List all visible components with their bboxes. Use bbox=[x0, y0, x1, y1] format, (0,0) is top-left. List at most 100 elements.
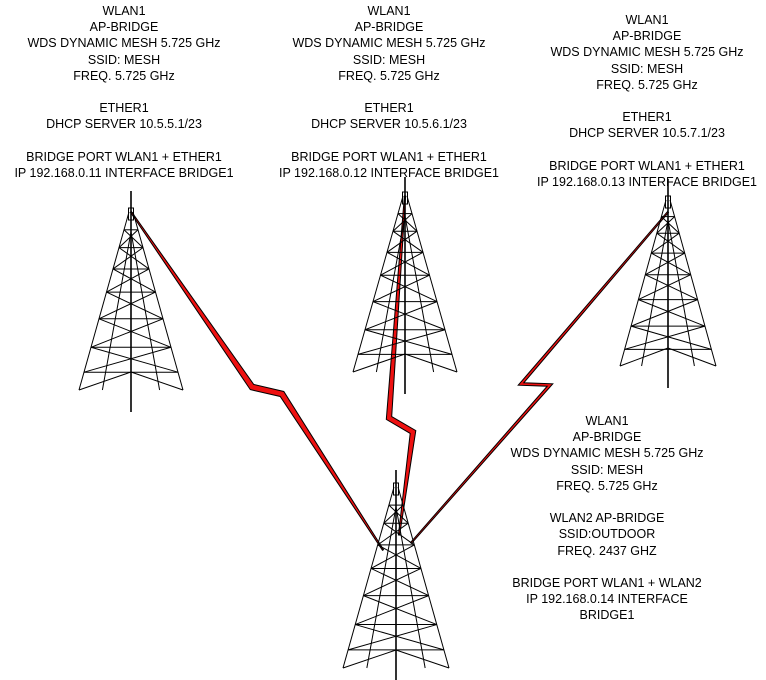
config-line: DHCP SERVER 10.5.5.1/23 bbox=[46, 117, 202, 132]
tower-brace bbox=[638, 299, 706, 327]
tower-brace bbox=[90, 346, 179, 373]
config-gap bbox=[0, 84, 248, 100]
tower-leg bbox=[669, 199, 717, 367]
tower-leg bbox=[352, 195, 404, 373]
tower-brace bbox=[630, 299, 698, 327]
wireless-link-tower-center bbox=[385, 195, 417, 536]
tower-brace bbox=[656, 232, 686, 254]
config-line: WDS DYNAMIC MESH 5.725 GHz bbox=[292, 36, 486, 51]
tower-brace bbox=[380, 251, 424, 276]
tower-foot bbox=[342, 649, 397, 669]
towers-layer bbox=[78, 177, 717, 680]
tower-brace bbox=[118, 247, 150, 270]
tower-brace bbox=[656, 216, 675, 234]
tower-brace bbox=[355, 624, 445, 651]
tower-brace bbox=[372, 274, 430, 303]
tower-leg bbox=[101, 231, 132, 391]
config-line: WDS DYNAMIC MESH 5.725 GHz bbox=[550, 45, 744, 60]
tower-leg bbox=[132, 211, 184, 391]
config-line: IP 192.168.0.12 INTERFACE BRIDGE1 bbox=[278, 165, 499, 180]
tower-brace bbox=[364, 329, 453, 355]
tower-leg bbox=[404, 215, 435, 373]
tower-foot bbox=[130, 371, 184, 391]
tower-brace bbox=[650, 232, 680, 254]
tower-leg bbox=[342, 486, 395, 669]
tower-center-config-label: WLAN1 AP-BRIDGE WDS DYNAMIC MESH 5.725 G… bbox=[264, 3, 514, 181]
config-line: ETHER1 bbox=[99, 101, 149, 116]
tower-leg bbox=[397, 486, 450, 669]
config-line: WLAN2 AP-BRIDGE bbox=[549, 511, 665, 526]
tower-brace bbox=[123, 229, 144, 248]
tower-leg bbox=[78, 211, 130, 391]
config-line: DHCP SERVER 10.5.6.1/23 bbox=[311, 117, 467, 132]
config-line: AP-BRIDGE bbox=[89, 20, 159, 35]
tower-brace bbox=[377, 544, 422, 569]
config-line: BRIDGE PORT WLAN1 + ETHER1 bbox=[549, 158, 745, 173]
tower-brace bbox=[380, 274, 438, 303]
tower-brace bbox=[83, 346, 172, 373]
tower-left-tower-icon bbox=[78, 191, 184, 412]
config-line: FREQ. 5.725 GHz bbox=[73, 68, 175, 83]
wireless-link-tower-left bbox=[129, 211, 385, 551]
tower-brace bbox=[397, 213, 418, 232]
tower-brace bbox=[370, 544, 415, 569]
config-line: BRIDGE PORT WLAN1 + ETHER1 bbox=[291, 149, 487, 164]
tower-brace bbox=[392, 213, 413, 232]
config-line: IP 192.168.0.11 INTERFACE BRIDGE1 bbox=[14, 165, 234, 180]
tower-brace bbox=[112, 247, 144, 270]
config-line: BRIDGE1 bbox=[579, 608, 635, 623]
config-line: FREQ. 2437 GHZ bbox=[557, 543, 657, 558]
config-line: SSID: MESH bbox=[352, 52, 426, 67]
config-gap bbox=[496, 494, 718, 510]
tower-brace bbox=[377, 522, 409, 546]
tower-brace bbox=[383, 522, 415, 546]
config-line: FREQ. 5.725 GHz bbox=[596, 77, 698, 92]
config-line: WLAN1 bbox=[625, 13, 669, 27]
tower-leg bbox=[375, 215, 406, 373]
tower-brace bbox=[386, 230, 418, 253]
tower-brace bbox=[645, 274, 698, 301]
tower-center-tower-icon bbox=[352, 177, 458, 394]
tower-brace bbox=[118, 229, 139, 248]
tower-brace bbox=[624, 325, 706, 350]
config-line: WLAN1 bbox=[585, 414, 629, 428]
tower-right-config-label: WLAN1 AP-BRIDGE WDS DYNAMIC MESH 5.725 G… bbox=[522, 12, 766, 190]
config-line: SSID: MESH bbox=[87, 52, 161, 67]
tower-brace bbox=[651, 252, 691, 276]
tower-brace bbox=[106, 291, 164, 320]
tower-brace bbox=[661, 216, 680, 234]
tower-brace bbox=[638, 274, 691, 301]
tower-brace bbox=[98, 318, 172, 348]
tower-foot bbox=[619, 347, 669, 367]
tower-foot bbox=[78, 371, 132, 391]
config-gap bbox=[522, 93, 766, 109]
config-line: AP-BRIDGE bbox=[354, 20, 424, 35]
config-line: AP-BRIDGE bbox=[572, 430, 642, 445]
config-line: IP 192.168.0.14 INTERFACE bbox=[526, 592, 688, 607]
tower-brace bbox=[370, 567, 429, 597]
config-line: SSID: MESH bbox=[570, 462, 644, 477]
config-line: SSID: MESH bbox=[610, 61, 684, 76]
config-line: WLAN1 bbox=[367, 4, 411, 18]
config-line: IP 192.168.0.13 INTERFACE BRIDGE1 bbox=[536, 174, 757, 189]
tower-brace bbox=[106, 268, 150, 293]
config-line: ETHER1 bbox=[364, 101, 414, 116]
tower-brace bbox=[386, 251, 430, 276]
tower-leg bbox=[130, 231, 161, 391]
tower-brace bbox=[355, 595, 429, 626]
tower-left-config-label: WLAN1 AP-BRIDGE WDS DYNAMIC MESH 5.725 G… bbox=[0, 3, 248, 181]
tower-brace bbox=[357, 329, 446, 355]
tower-brace bbox=[112, 268, 156, 293]
config-gap bbox=[0, 133, 248, 149]
tower-brace bbox=[98, 291, 156, 320]
config-line: DHCP SERVER 10.5.7.1/23 bbox=[569, 126, 725, 141]
tower-leg bbox=[619, 199, 667, 367]
config-line: BRIDGE PORT WLAN1 + WLAN2 bbox=[512, 575, 702, 590]
tower-foot bbox=[667, 347, 717, 367]
config-line: AP-BRIDGE bbox=[612, 29, 682, 44]
config-line: WDS DYNAMIC MESH 5.725 GHz bbox=[27, 36, 221, 51]
tower-brace bbox=[347, 624, 437, 651]
config-line: WLAN1 bbox=[102, 4, 146, 18]
tower-brace bbox=[645, 252, 685, 276]
